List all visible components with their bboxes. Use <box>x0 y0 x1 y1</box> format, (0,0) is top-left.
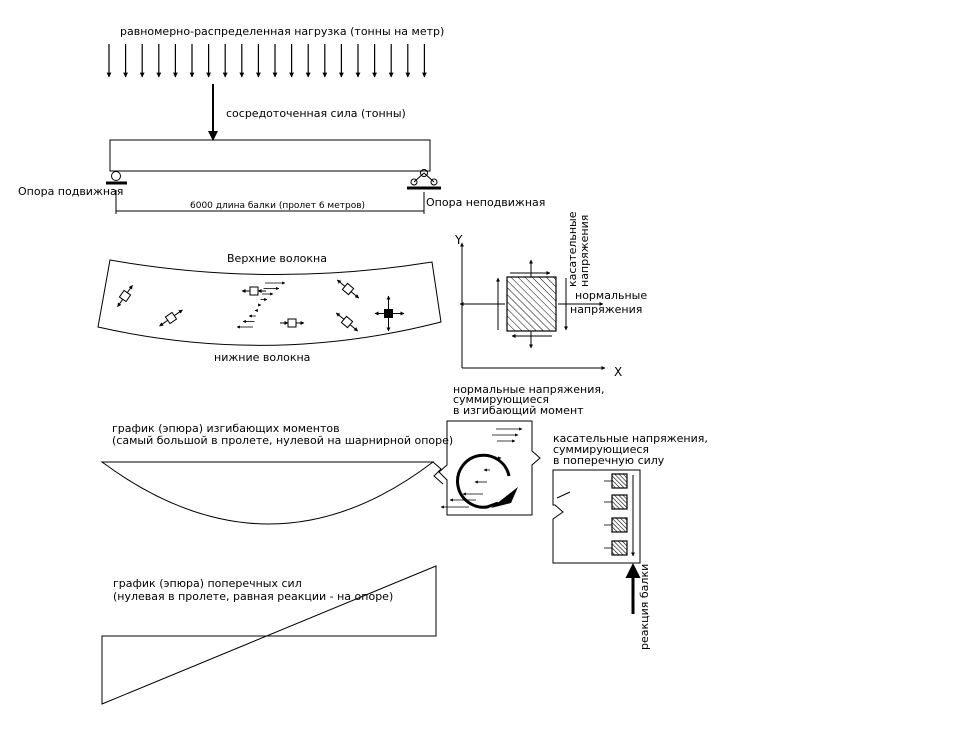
shear-force-label-1: касательные напряжения, <box>553 432 708 445</box>
stress-element-left-top <box>117 285 133 307</box>
shear-stress-vertical-label-2: напряжения <box>578 215 591 287</box>
moment-curve <box>100 461 435 525</box>
fixed-support <box>407 169 441 190</box>
stress-square <box>506 276 557 332</box>
moment-diagram-title-1: график (эпюра) изгибающих моментов <box>112 422 340 435</box>
shear-diagram-title-1: график (эпюра) поперечных сил <box>113 577 302 590</box>
axis-x-label: X <box>614 365 622 379</box>
point-force-label: сосредоточенная сила (тонны) <box>226 107 406 120</box>
stress-element-left-bottom <box>159 309 183 327</box>
beam-length-label: 6000 длина балки (пролет 6 метров) <box>190 201 365 211</box>
stress-element-axes: Y X касательные напряжения нормальные на… <box>454 211 647 379</box>
shear-force-label-3: в поперечную силу <box>553 454 665 467</box>
stress-element-right-top <box>336 279 360 299</box>
moment-stress-label-2: суммирующиеся <box>453 393 549 406</box>
stress-element-bottom-center <box>280 318 305 328</box>
movable-support <box>106 171 127 185</box>
moment-diagram-title-2: (самый большой в пролете, нулевой на шар… <box>112 434 453 447</box>
support-movable-label: Опора подвижная <box>18 185 123 198</box>
shear-section: касательные напряжения, суммирующиеся в … <box>552 432 708 650</box>
shear-block <box>611 540 628 556</box>
shear-diagram-title-2: (нулевая в пролете, равная реакции - на … <box>113 590 393 603</box>
normal-stress-distribution <box>236 281 286 329</box>
moment-stress-label-1: нормальные напряжения, <box>453 383 604 396</box>
beam-reaction-label: реакция балки <box>638 564 651 650</box>
distributed-load-label: равномерно-распределенная нагрузка (тонн… <box>120 25 444 38</box>
shear-stress-blocks <box>604 473 628 556</box>
stress-element-neutral <box>374 295 405 332</box>
shear-stress-vertical-label-1: касательные <box>566 211 579 287</box>
moment-section: нормальные напряжения, суммирующиеся в и… <box>438 383 604 516</box>
bottom-fibers-label: нижние волокна <box>214 351 310 364</box>
shear-force-label-2: суммирующиеся <box>553 443 649 456</box>
stress-element-top-center <box>241 286 266 296</box>
normal-stress-label-1: нормальные <box>575 289 647 302</box>
bent-beam: Верхние волокна нижние волокна <box>97 252 442 364</box>
moment-stress-label-3: в изгибающий момент <box>453 404 584 417</box>
shear-diagram: график (эпюра) поперечных сил (нулевая в… <box>101 565 437 705</box>
normal-stress-label-2: напряжения <box>570 303 642 316</box>
span-dimension <box>115 190 425 214</box>
moment-stress-arrows <box>440 427 523 509</box>
beam <box>109 139 431 172</box>
top-fibers-label: Верхние волокна <box>227 252 327 265</box>
moment-diagram: график (эпюра) изгибающих моментов (самы… <box>100 422 453 525</box>
stress-element-right-bottom <box>335 312 359 332</box>
shear-block <box>611 473 628 489</box>
shear-block <box>611 494 628 510</box>
support-fixed-label: Опора неподвижная <box>426 196 545 209</box>
moment-rotation-arrow <box>456 453 511 509</box>
beam-load-scheme: равномерно-распределенная нагрузка (тонн… <box>18 25 545 214</box>
shear-diagram-lines <box>101 565 437 705</box>
distributed-load-arrows <box>106 44 427 78</box>
axis-y-label: Y <box>454 233 463 247</box>
shear-block <box>611 517 628 533</box>
